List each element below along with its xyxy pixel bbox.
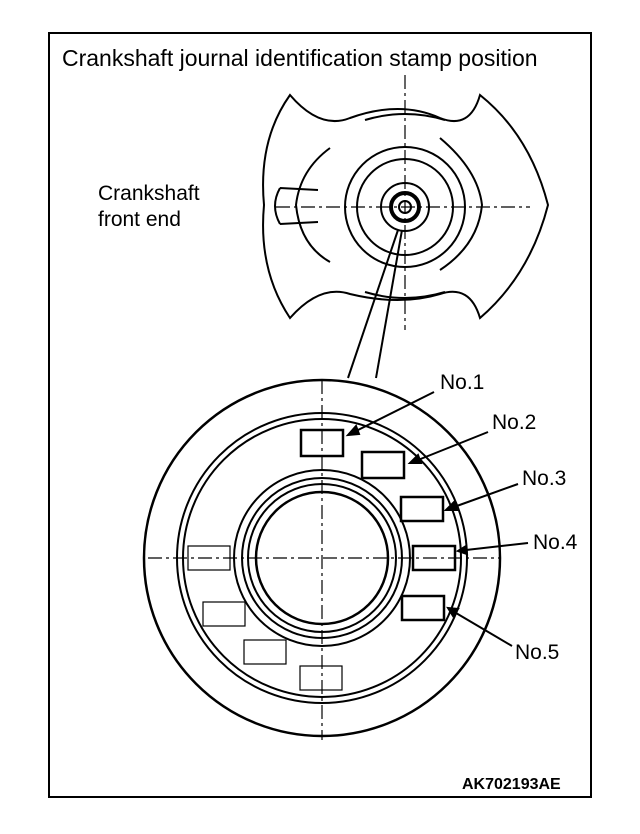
stamp-box-no4	[411, 544, 457, 572]
label-no1: No.1	[440, 371, 484, 394]
arrow-no2	[407, 453, 423, 464]
figure-title: Crankshaft journal identification stamp …	[62, 45, 538, 71]
figure-frame	[48, 32, 592, 798]
leader-no1	[355, 391, 435, 432]
arrow-no4	[455, 544, 469, 556]
label-no2: No.2	[492, 411, 536, 434]
front-end-label-line2: front end	[98, 208, 181, 231]
stamp-box-no1	[299, 428, 345, 458]
stamp-box-blank-4	[299, 665, 343, 691]
figure-code: AK702193AE	[462, 776, 561, 793]
crankshaft-contour-bottom	[364, 291, 446, 299]
leader-no2	[417, 431, 489, 461]
magnify-callout	[347, 229, 403, 379]
arrow-no3	[443, 500, 459, 511]
crankshaft-outline	[262, 93, 550, 320]
shaft-front-stub	[274, 187, 319, 225]
callout-line-right	[375, 229, 403, 379]
stamp-box-blank-1	[187, 545, 231, 571]
label-no3: No.3	[522, 467, 566, 490]
stamp-box-no2	[360, 450, 406, 480]
stamp-leaders	[345, 391, 529, 647]
label-no4: No.4	[533, 531, 578, 554]
stamp-box-no3	[399, 495, 445, 523]
flange-enlarged-view	[142, 378, 502, 740]
leader-no3	[453, 483, 519, 508]
front-end-label-line1: Crankshaft	[98, 182, 200, 205]
arrow-no5	[446, 606, 460, 618]
crankshaft-front-view	[262, 75, 550, 330]
label-no5: No.5	[515, 641, 559, 664]
arrow-no1	[345, 424, 361, 437]
stamp-box-blank-2	[202, 601, 246, 627]
stamp-box-no5	[400, 594, 446, 622]
leader-no5	[455, 612, 513, 647]
crankshaft-contour-left	[294, 147, 331, 263]
leader-no4	[465, 542, 529, 551]
stamp-box-blank-3	[243, 639, 287, 665]
crankshaft-contour-right	[439, 137, 484, 271]
callout-line-left	[347, 229, 399, 379]
